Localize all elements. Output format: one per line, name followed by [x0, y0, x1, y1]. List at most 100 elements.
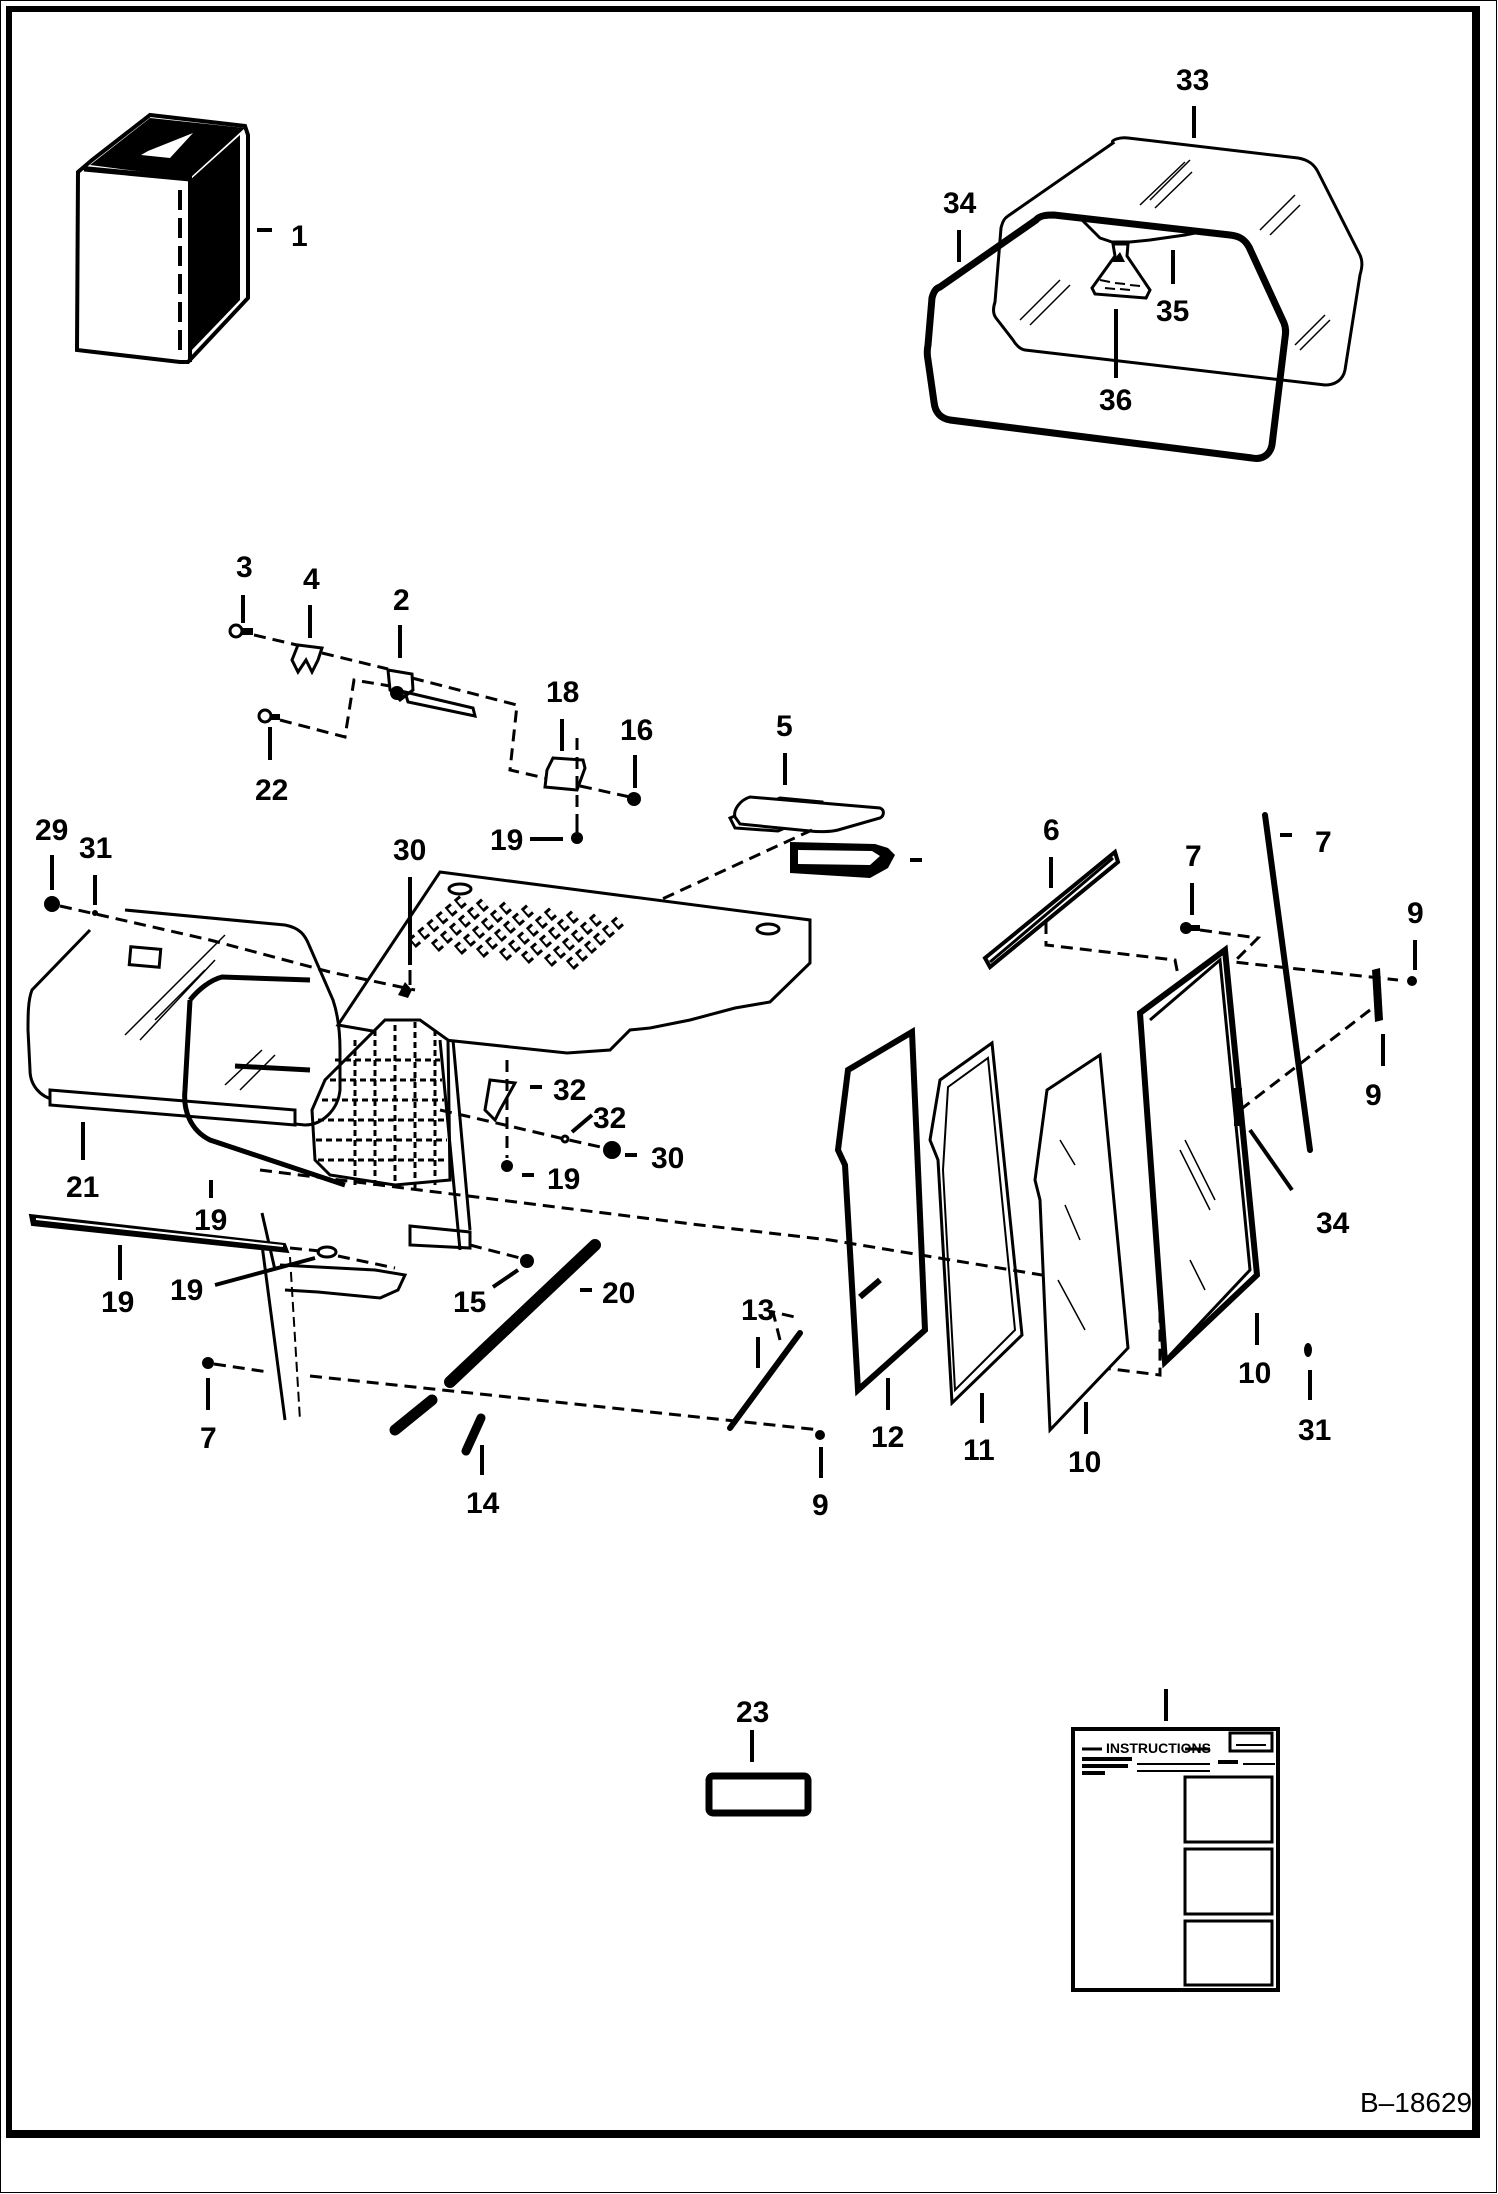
callout-34: 34 [943, 187, 977, 220]
leader-17 [491, 1268, 520, 1289]
assembly-line-bottom [309, 1374, 821, 1432]
assembly-line-screw-7-right [1199, 928, 1399, 982]
part-23-side-window-seal[interactable] [182, 974, 346, 1188]
leader-21 [214, 1256, 316, 1287]
part-13-inner-seal[interactable] [928, 1040, 1024, 1407]
callout-21: 19 [170, 1274, 203, 1307]
part-2-latch-handle[interactable] [386, 668, 478, 718]
part-21-bracket [408, 1224, 472, 1250]
part-24-side-window[interactable] [26, 908, 342, 1127]
callout-9b: 9 [812, 1489, 829, 1522]
cab-front-grille[interactable] [310, 1018, 452, 1188]
cab-left-post-dashed [289, 1256, 301, 1421]
callout-1: 1 [291, 220, 308, 253]
callout-5: 5 [776, 710, 793, 743]
callout-16: 14 [466, 1487, 500, 1520]
callout-25: 22 [255, 774, 288, 807]
callout-23b: 20 [602, 1277, 635, 1310]
part-10-bracket[interactable] [1372, 968, 1383, 1022]
part-16-foam-strip[interactable] [389, 1394, 486, 1456]
part-28-washer-left[interactable] [92, 910, 98, 916]
part-21-pin[interactable] [316, 1245, 338, 1259]
part-3-screw[interactable] [228, 623, 253, 639]
callout-11: 10 [1238, 1357, 1271, 1390]
callout-6: 6 [1043, 814, 1060, 847]
assembly-line-latch [253, 633, 631, 799]
part-27-knob-right[interactable] [603, 1141, 621, 1159]
part-12-glass-panel[interactable] [1033, 1052, 1130, 1434]
part-9-nut-right[interactable] [1407, 976, 1417, 986]
part-25-screw[interactable] [257, 708, 280, 724]
callout-3: 3 [236, 551, 253, 584]
callout-17: 15 [453, 1286, 486, 1319]
assembly-line-strip [770, 1309, 796, 1341]
callout-4: 4 [303, 563, 320, 596]
part-18-nut[interactable] [627, 792, 641, 806]
callout-8: 7 [1315, 826, 1332, 859]
leader-28b [570, 1113, 594, 1134]
callout-32: 34 [1316, 1207, 1350, 1240]
part-37-instruction-sheet[interactable]: INSTRUCTIONS [1071, 1727, 1280, 1992]
callout-30: 32 [553, 1074, 586, 1107]
callout-19a: 19 [490, 824, 523, 857]
callout-31: 31 [1298, 1414, 1331, 1447]
callout-22: 19 [101, 1286, 134, 1319]
callout-28b: 32 [593, 1102, 626, 1135]
part-26-decal[interactable] [705, 1772, 812, 1817]
part-38-top-window-seal[interactable] [790, 842, 895, 878]
part-15-bottom-strip[interactable] [727, 1330, 803, 1431]
part-14-outer-seal[interactable] [834, 1026, 929, 1397]
callout-10: 9 [1365, 1079, 1382, 1112]
part-31-plug[interactable] [1304, 1343, 1312, 1357]
part-20-hinge-bracket[interactable] [543, 756, 587, 792]
part-29-latch-pin[interactable] [398, 970, 412, 998]
part-33-rear-window[interactable] [992, 136, 1364, 387]
callout-28a: 31 [79, 832, 112, 865]
assembly-line-knob-right [439, 1108, 606, 1150]
part-30-side-bracket[interactable] [483, 1078, 518, 1123]
part-8-seal-strip[interactable] [1262, 812, 1313, 1153]
drawing-id: B–18629 [1360, 2087, 1472, 2118]
callout-18: 16 [620, 714, 653, 747]
part-32-door-latch[interactable] [1248, 1128, 1294, 1192]
part-34-rear-window-seal[interactable] [923, 211, 1290, 462]
part-28-washer-right[interactable] [560, 1134, 570, 1144]
callout-9a: 9 [1407, 897, 1424, 930]
callout-26: 23 [736, 1696, 769, 1729]
part-1-kit-box[interactable] [74, 112, 250, 364]
callout-13: 11 [963, 1434, 995, 1467]
part-35-lock-strip[interactable] [1078, 216, 1201, 244]
callout-2: 2 [393, 584, 410, 617]
part-7-screw-right[interactable] [1180, 922, 1200, 934]
instruction-heading: INSTRUCTIONS [1106, 1740, 1211, 1756]
part-17-nut[interactable] [520, 1254, 534, 1268]
part-19-bolt-lower[interactable] [501, 1160, 513, 1172]
callout-23a: 19 [194, 1204, 227, 1237]
callout-14: 12 [871, 1421, 904, 1454]
part-9-nut-bottom[interactable] [815, 1430, 825, 1440]
part-11-door-frame[interactable] [1136, 944, 1261, 1369]
callout-19b: 19 [547, 1163, 580, 1196]
cab-floor-edge [279, 1263, 408, 1300]
part-19-bolt-upper[interactable] [571, 825, 583, 844]
part-27-knob-left[interactable] [44, 896, 60, 912]
callout-33: 33 [1176, 64, 1209, 97]
part-6-hinge-bar[interactable] [982, 848, 1121, 971]
part-7-screw-left[interactable] [202, 1357, 214, 1369]
assembly-line-screw-25 [279, 678, 391, 739]
cab-post [438, 1039, 472, 1251]
callout-36: 36 [1099, 384, 1132, 417]
part-5-top-window[interactable] [727, 795, 885, 834]
part-4-latch-clip[interactable] [290, 643, 325, 676]
assembly-line-rod [289, 1243, 521, 1270]
part-22-rod[interactable] [28, 1213, 290, 1254]
part-23-seal-strip-diagonal[interactable] [444, 1239, 601, 1388]
assembly-line-hinge [1044, 922, 1180, 976]
callout-7a: 7 [1185, 840, 1202, 873]
part-36-warning-decal[interactable] [1090, 242, 1152, 300]
callout-35: 35 [1156, 295, 1189, 328]
callout-7b: 7 [200, 1422, 217, 1455]
assembly-line-bracket [1239, 1008, 1371, 1112]
assembly-line-screw-7-left [213, 1362, 269, 1374]
callout-15: 13 [741, 1294, 774, 1327]
